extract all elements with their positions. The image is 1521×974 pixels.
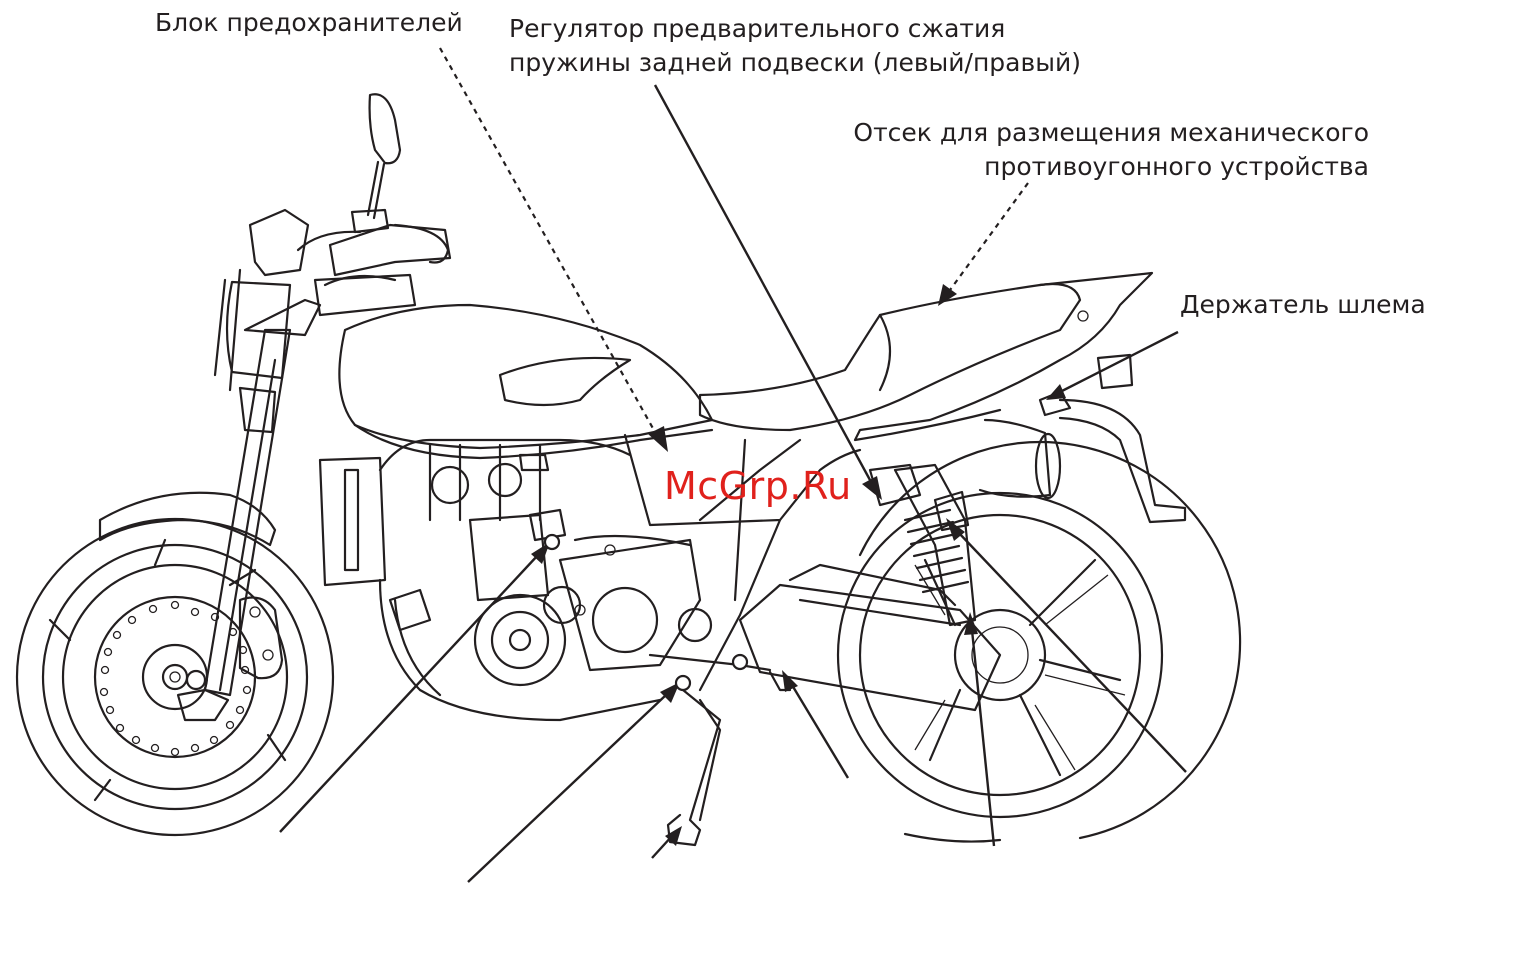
headlight-and-bars bbox=[215, 94, 450, 432]
leader-line-f bbox=[958, 532, 1186, 772]
leader-line-e bbox=[972, 630, 994, 846]
leader-helmet-holder bbox=[1060, 332, 1178, 392]
leader-line-a bbox=[280, 555, 538, 832]
leader-line-b bbox=[468, 695, 666, 882]
brake-disc-holes bbox=[101, 602, 251, 756]
leader-lock-compartment bbox=[950, 183, 1028, 290]
rear-wheel bbox=[838, 442, 1240, 842]
watermark: McGrp.Ru bbox=[664, 463, 852, 509]
leader-line-c bbox=[792, 685, 848, 778]
exhaust bbox=[980, 420, 1060, 498]
leader-fuse-box bbox=[440, 48, 655, 432]
front-wheel bbox=[17, 519, 333, 835]
front-fork bbox=[100, 300, 320, 720]
